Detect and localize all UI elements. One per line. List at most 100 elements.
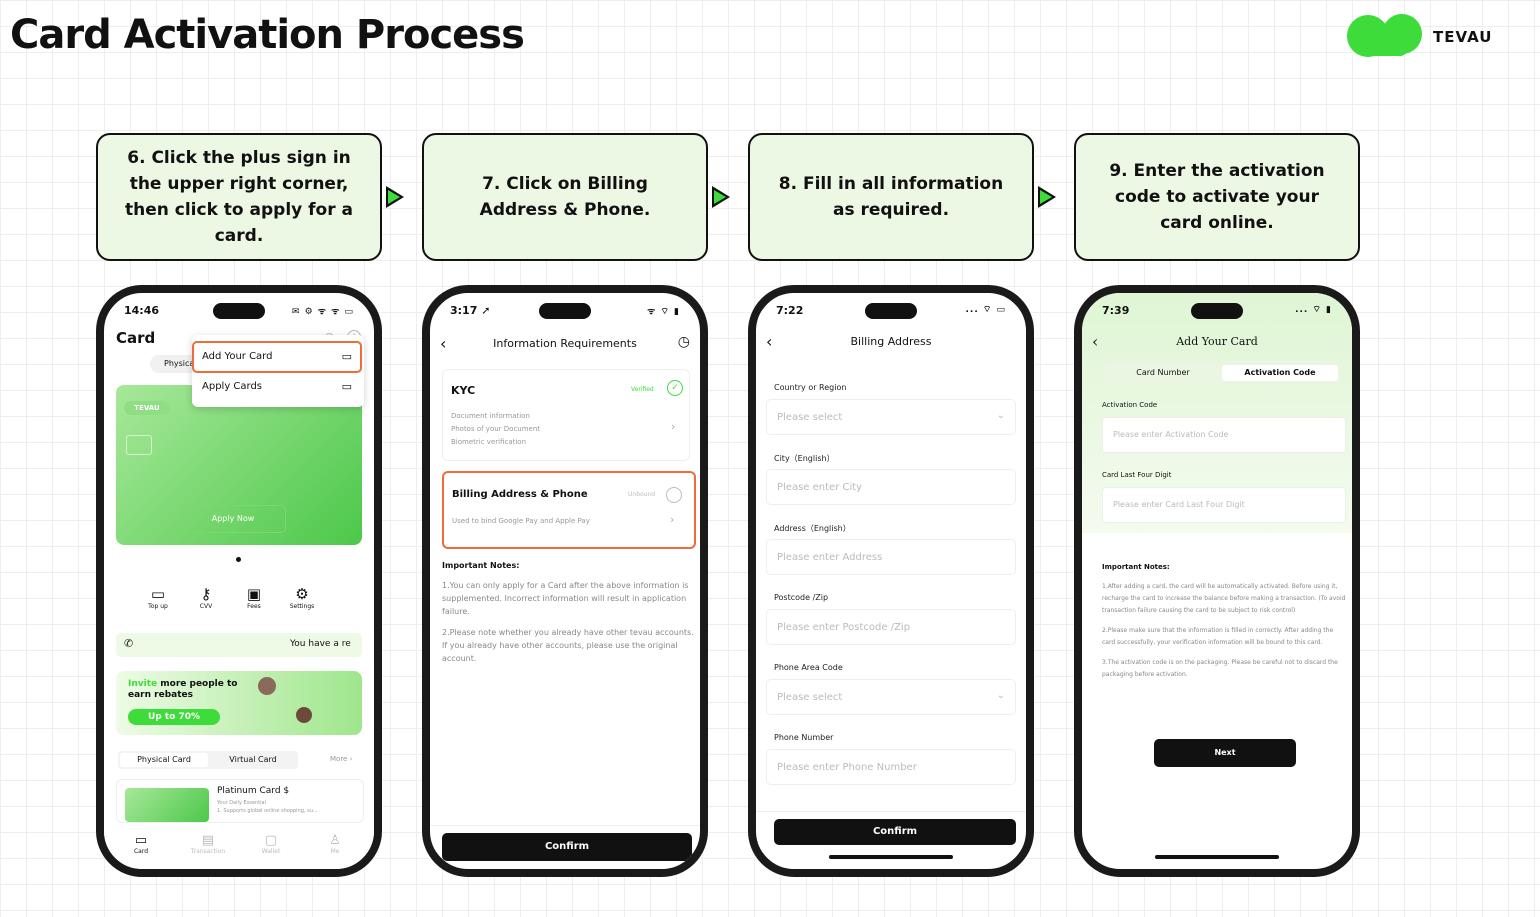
platinum-card-thumbnail xyxy=(125,788,209,822)
nav-card[interactable]: ▭Card xyxy=(124,833,158,855)
fees-icon: ▣ xyxy=(246,585,262,603)
phone-card-screen: 14:46✉ ⚙ ᯤ ᯤ ▭ Card ☊ + Physica TEVAU Ap… xyxy=(96,285,382,877)
action-settings-label: Settings xyxy=(289,603,315,610)
menu-apply-cards-label: Apply Cards xyxy=(202,381,263,392)
person-icon: ♙ xyxy=(329,833,341,848)
billing-title: Billing Address & Phone xyxy=(452,489,588,500)
divider xyxy=(756,811,1026,812)
action-cvv[interactable]: ⚷CVV xyxy=(192,585,220,610)
dynamic-island xyxy=(865,303,917,319)
history-icon[interactable]: ◷ xyxy=(677,334,690,350)
action-settings[interactable]: ⚙Settings xyxy=(288,585,316,610)
kyc-status: Verified xyxy=(631,386,654,393)
menu-add-your-card[interactable]: Add Your Card ▭ xyxy=(192,341,362,373)
action-fees[interactable]: ▣Fees xyxy=(240,585,268,610)
chevron-right-icon: › xyxy=(670,513,675,526)
status-time: 3:17 ➚ xyxy=(450,304,491,317)
tab-activation-code[interactable]: Activation Code xyxy=(1222,365,1338,381)
field-label-last-four: Card Last Four Digit xyxy=(1102,471,1172,479)
country-select[interactable]: Please select⌄ xyxy=(766,399,1016,435)
billing-desc: Used to bind Google Pay and Apple Pay xyxy=(452,517,590,525)
field-label-country: Country or Region xyxy=(774,383,847,392)
card-add-icon: ▭ xyxy=(341,350,352,363)
tab-card-number[interactable]: Card Number xyxy=(1136,368,1190,377)
tab-physical-card[interactable]: Physical Card xyxy=(120,753,208,767)
back-arrow-icon[interactable]: ‹ xyxy=(766,332,773,351)
back-arrow-icon[interactable]: ‹ xyxy=(440,334,447,353)
back-arrow-icon[interactable]: ‹ xyxy=(1092,332,1099,351)
status-time: 7:22 xyxy=(776,304,804,317)
last-four-placeholder: Please enter Card Last Four Digit xyxy=(1113,500,1245,509)
next-button[interactable]: Next xyxy=(1154,739,1296,767)
billing-address-card[interactable]: Billing Address & Phone Unbound Used to … xyxy=(442,471,696,549)
more-link[interactable]: More › xyxy=(330,755,353,763)
avatar xyxy=(296,707,312,723)
nav-title: Billing Address xyxy=(850,335,932,348)
activation-code-placeholder: Please enter Activation Code xyxy=(1113,430,1229,439)
card-name: Platinum Card $ xyxy=(217,786,290,796)
transaction-icon: ▤ xyxy=(201,833,215,848)
status-bar: 3:17 ➚ᯤ ⌔ ▮ xyxy=(450,301,680,319)
step-8-text: 8. Fill in all information as required. xyxy=(778,174,1004,220)
arrow-right-icon xyxy=(712,186,730,208)
status-bar: 7:22 ... ⌔ ▭ xyxy=(776,301,1006,319)
note-item: 1.You can only apply for a Card after th… xyxy=(442,581,689,616)
menu-apply-cards[interactable]: Apply Cards▭ xyxy=(194,377,360,403)
confirm-button[interactable]: Confirm xyxy=(442,833,692,861)
arrow-right-icon xyxy=(1038,186,1056,208)
step-6-text: 6. Click the plus sign in the upper righ… xyxy=(124,148,354,246)
postcode-placeholder: Please enter Postcode /Zip xyxy=(777,622,911,633)
kyc-title: KYC xyxy=(451,384,476,397)
tevau-logo: TEVAU xyxy=(1346,14,1516,60)
invite-line2: earn rebates xyxy=(128,690,193,700)
nav-me-label: Me xyxy=(330,848,340,855)
menu-add-your-card-label: Add Your Card xyxy=(202,351,273,362)
confirm-button[interactable]: Confirm xyxy=(774,819,1016,845)
phone-information-requirements: 3:17 ➚ᯤ ⌔ ▮ ‹Information Requirements◷ K… xyxy=(422,285,708,877)
page-title: Card Activation Process xyxy=(10,12,525,58)
note-item: 2.Please make sure that the information … xyxy=(1102,627,1334,646)
arrow-right-icon xyxy=(386,186,404,208)
field-label-activation-code: Activation Code xyxy=(1102,401,1158,409)
notice-bar[interactable]: ✆ You have a re xyxy=(116,633,362,657)
last-four-input[interactable]: Please enter Card Last Four Digit xyxy=(1102,487,1346,523)
action-top-up-label: Top up xyxy=(148,603,168,610)
top-up-icon: ▭ xyxy=(150,585,166,603)
tab-virtual-card[interactable]: Virtual Card xyxy=(229,755,277,764)
apply-now-button[interactable]: Apply Now xyxy=(180,505,286,533)
card-list-item[interactable]: Platinum Card $ Your Daily Essential 1. … xyxy=(116,779,364,823)
nav-bar: ‹ Billing Address xyxy=(756,332,1026,351)
plus-menu: Add Your Card ▭ Apply Cards▭ xyxy=(192,335,364,407)
postcode-input[interactable]: Please enter Postcode /Zip xyxy=(766,609,1016,645)
note-item: 3.The activation code is on the packagin… xyxy=(1102,659,1338,678)
address-input[interactable]: Please enter Address xyxy=(766,539,1016,575)
notes-list: 1.You can only apply for a Card after th… xyxy=(442,579,694,665)
phone-number-input[interactable]: Please enter Phone Number xyxy=(766,749,1016,785)
field-label-postcode: Postcode /Zip xyxy=(774,593,829,602)
nav-me[interactable]: ♙Me xyxy=(318,833,352,855)
nav-card-label: Card xyxy=(133,848,149,855)
phone-billing-address: 7:22 ... ⌔ ▭ ‹ Billing Address Country or … xyxy=(748,285,1034,877)
city-input[interactable]: Please enter City xyxy=(766,469,1016,505)
step-9-callout: 9. Enter the activation code to activate… xyxy=(1074,133,1360,261)
step-7-callout: 7. Click on Billing Address & Phone. xyxy=(422,133,708,261)
phone-add-your-card: 7:39... ⌔ ▮ ‹Add Your Card Card Number A… xyxy=(1074,285,1360,877)
activation-code-input[interactable]: Please enter Activation Code xyxy=(1102,417,1346,453)
action-top-up[interactable]: ▭Top up xyxy=(144,585,172,610)
area-code-select[interactable]: Please select⌄ xyxy=(766,679,1016,715)
divider xyxy=(430,825,700,826)
nav-transaction[interactable]: ▤Transaction xyxy=(186,833,230,855)
dynamic-island xyxy=(213,303,265,319)
step-9-text: 9. Enter the activation code to activate… xyxy=(1109,161,1325,233)
nav-wallet[interactable]: ▢Wallet xyxy=(254,833,288,855)
field-label-area-code: Phone Area Code xyxy=(774,663,843,672)
step-6-callout: 6. Click the plus sign in the upper righ… xyxy=(96,133,382,261)
field-label-address: Address（English） xyxy=(774,524,851,533)
unchecked-circle-icon xyxy=(666,487,682,503)
status-icons: ... ⌔ ▭ xyxy=(965,305,1006,315)
card-desc: Your Daily Essential xyxy=(217,800,266,806)
key-icon: ⚷ xyxy=(200,585,212,603)
